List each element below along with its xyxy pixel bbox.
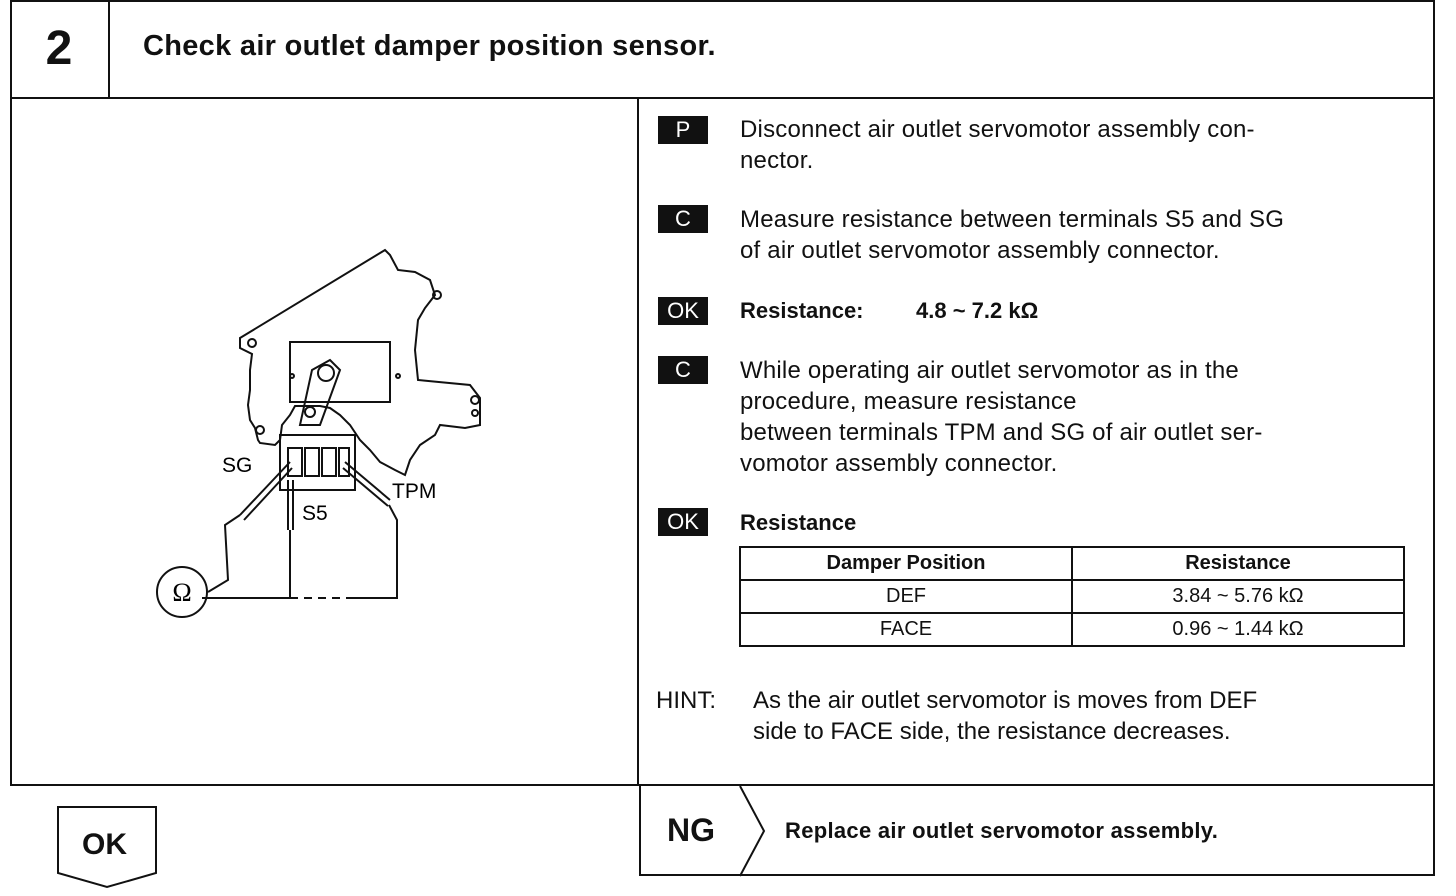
step-line: nector. [740,147,814,174]
tag-ok: OK [658,297,708,325]
ohmmeter-icon [156,566,208,618]
connector [279,434,356,491]
servomotor-diagram: Ω SG S5 TPM [156,248,481,618]
table-header: Resistance [1071,546,1405,581]
step-text-3: While operating air outlet servomotor as… [740,355,1410,479]
ok-branch-arrow [57,806,157,889]
step-number: 2 [10,0,110,97]
table-row: FACE 0.96 ~ 1.44 kΩ [739,612,1405,647]
ohm-symbol: Ω [172,578,191,607]
resistance-table: Damper Position Resistance DEF 3.84 ~ 5.… [739,546,1405,647]
lead-tpm [350,504,398,599]
table-cell: 0.96 ~ 1.44 kΩ [1071,612,1405,647]
table-header-row: Damper Position Resistance [739,546,1405,581]
table-cell: 3.84 ~ 5.76 kΩ [1071,579,1405,614]
probe-sg [239,461,293,521]
ok-resistance-heading: Resistance [740,510,857,535]
hint-line: side to FACE side, the resistance decrea… [753,718,1231,745]
table-cell: DEF [739,579,1073,614]
lead-sg [207,514,241,593]
step-line: vomotor assembly connector. [740,450,1058,477]
label-s5: S5 [302,502,328,525]
ok-resistance-value: 4.8 ~ 7.2 kΩ [916,298,1039,323]
label-tpm: TPM [392,480,436,503]
tag-check: C [658,356,708,384]
table-cell: FACE [739,612,1073,647]
ng-branch-chevron [739,786,766,877]
probe-s5 [287,480,294,530]
motor-body [289,341,391,403]
step-line: of air outlet servomotor assembly connec… [740,237,1220,264]
table-header: Damper Position [739,546,1073,581]
ok-branch-label: OK [82,828,127,861]
step-body [10,97,1435,786]
ng-branch-action: Replace air outlet servomotor assembly. [785,818,1219,843]
label-sg: SG [222,454,252,477]
step-header [10,0,1435,97]
step-title: Check air outlet damper position sensor. [143,30,716,62]
step-line: procedure, measure resistance [740,388,1077,415]
tag-prepare: P [658,116,708,144]
table-row: DEF 3.84 ~ 5.76 kΩ [739,579,1405,614]
ok-resistance-label: Resistance: [740,298,864,323]
ng-branch-label: NG [667,812,715,848]
step-line: Disconnect air outlet servomotor assembl… [740,116,1255,143]
step-text-2: Measure resistance between terminals S5 … [740,204,1410,266]
hint-text: As the air outlet servomotor is moves fr… [753,685,1413,747]
column-divider [637,97,639,786]
step-line: between terminals TPM and SG of air outl… [740,419,1263,446]
tag-check: C [658,205,708,233]
step-line: While operating air outlet servomotor as… [740,357,1239,384]
probe-tpm [342,461,391,507]
hint-line: As the air outlet servomotor is moves fr… [753,687,1258,714]
step-text-1: Disconnect air outlet servomotor assembl… [740,114,1410,176]
lever-arm [298,358,342,426]
ng-branch-box [639,786,1435,876]
tag-ok: OK [658,508,708,536]
step-line: Measure resistance between terminals S5 … [740,206,1285,233]
hint-label: HINT: [656,687,716,714]
bracket-outline [239,248,481,477]
